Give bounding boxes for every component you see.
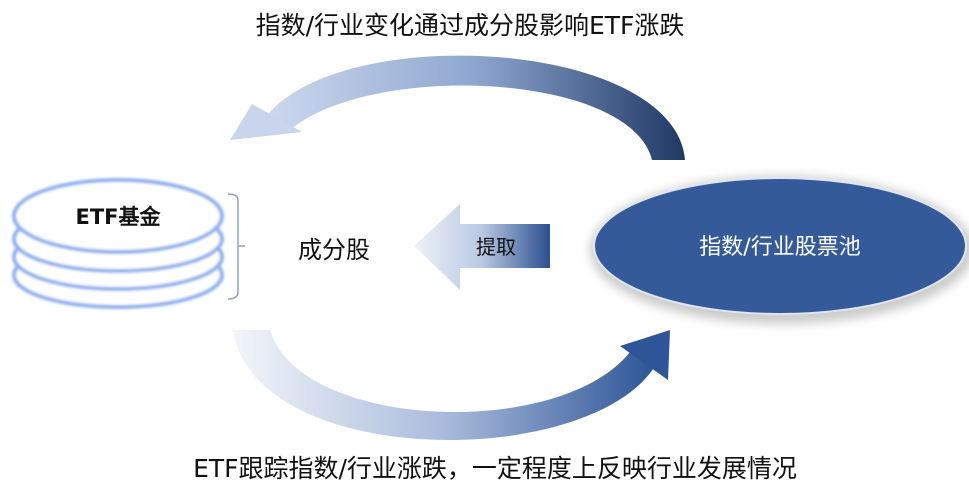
stock-pool-label: 指数/行业股票池 bbox=[699, 235, 860, 260]
top-caption: 指数/行业变化通过成分股影响ETF涨跌 bbox=[256, 11, 685, 40]
extract-label: 提取 bbox=[476, 235, 516, 259]
bottom-curved-arrow bbox=[233, 330, 670, 440]
bottom-caption: ETF跟踪指数/行业涨跌，一定程度上反映行业发展情况 bbox=[193, 454, 797, 483]
etf-fund-label: ETF基金 bbox=[75, 205, 161, 229]
constituents-label: 成分股 bbox=[298, 236, 370, 264]
stock-pool: 指数/行业股票池 bbox=[590, 176, 969, 324]
bracket bbox=[227, 193, 245, 300]
etf-fund-stack: ETF基金 bbox=[12, 178, 224, 309]
extract-arrow: 提取 bbox=[414, 204, 550, 290]
top-curved-arrow bbox=[230, 55, 685, 160]
